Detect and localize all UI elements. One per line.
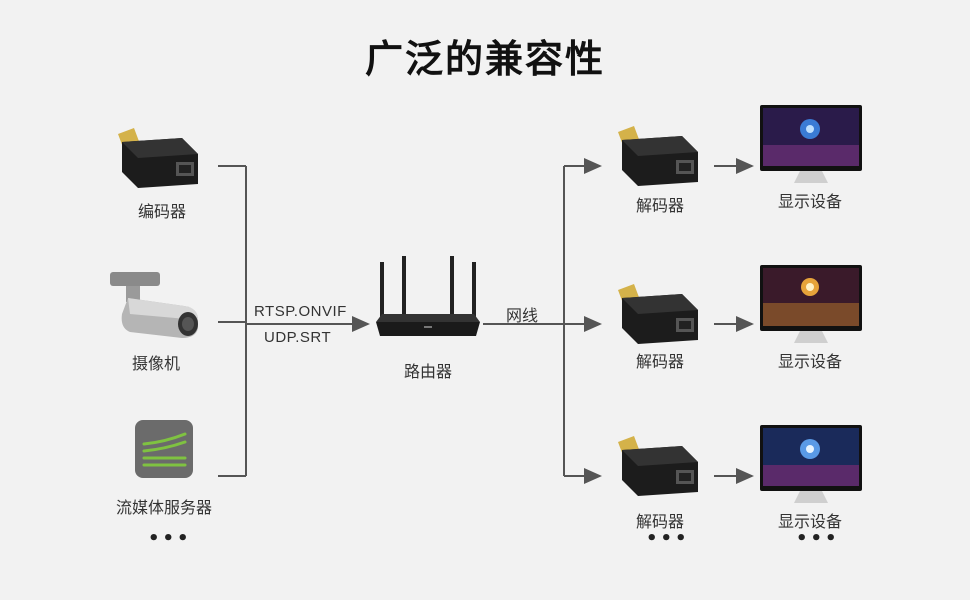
protocol-line-1: RTSP.ONVIF	[254, 303, 347, 320]
router-label: 路由器	[403, 362, 452, 381]
encoder-icon	[118, 128, 198, 188]
camera-label: 摄像机	[131, 354, 180, 373]
camera-icon	[110, 272, 198, 338]
decoder-icon	[618, 436, 698, 496]
monitor-icon	[760, 265, 862, 343]
display-label-2: 显示设备	[777, 352, 842, 371]
decoders-more: •••	[646, 528, 690, 549]
decoder-label-2: 解码器	[635, 352, 684, 371]
monitor-icon	[760, 425, 862, 503]
media-server-label: 流媒体服务器	[115, 498, 212, 517]
encoder-label: 编码器	[137, 202, 186, 221]
display-label-1: 显示设备	[777, 192, 842, 211]
page-title: 广泛的兼容性	[364, 37, 605, 81]
displays-more: •••	[796, 528, 840, 549]
sources-more: •••	[148, 528, 192, 549]
link-label: 网线	[505, 306, 538, 325]
router-icon	[376, 256, 480, 336]
media-server-icon	[135, 420, 193, 478]
display-label-3: 显示设备	[777, 512, 842, 531]
decoder-icon	[618, 284, 698, 344]
protocol-line-2: UDP.SRT	[264, 329, 332, 346]
decoder-label-1: 解码器	[635, 196, 684, 215]
decoder-icon	[618, 126, 698, 186]
decoder-label-3: 解码器	[635, 512, 684, 531]
monitor-icon	[760, 105, 862, 183]
